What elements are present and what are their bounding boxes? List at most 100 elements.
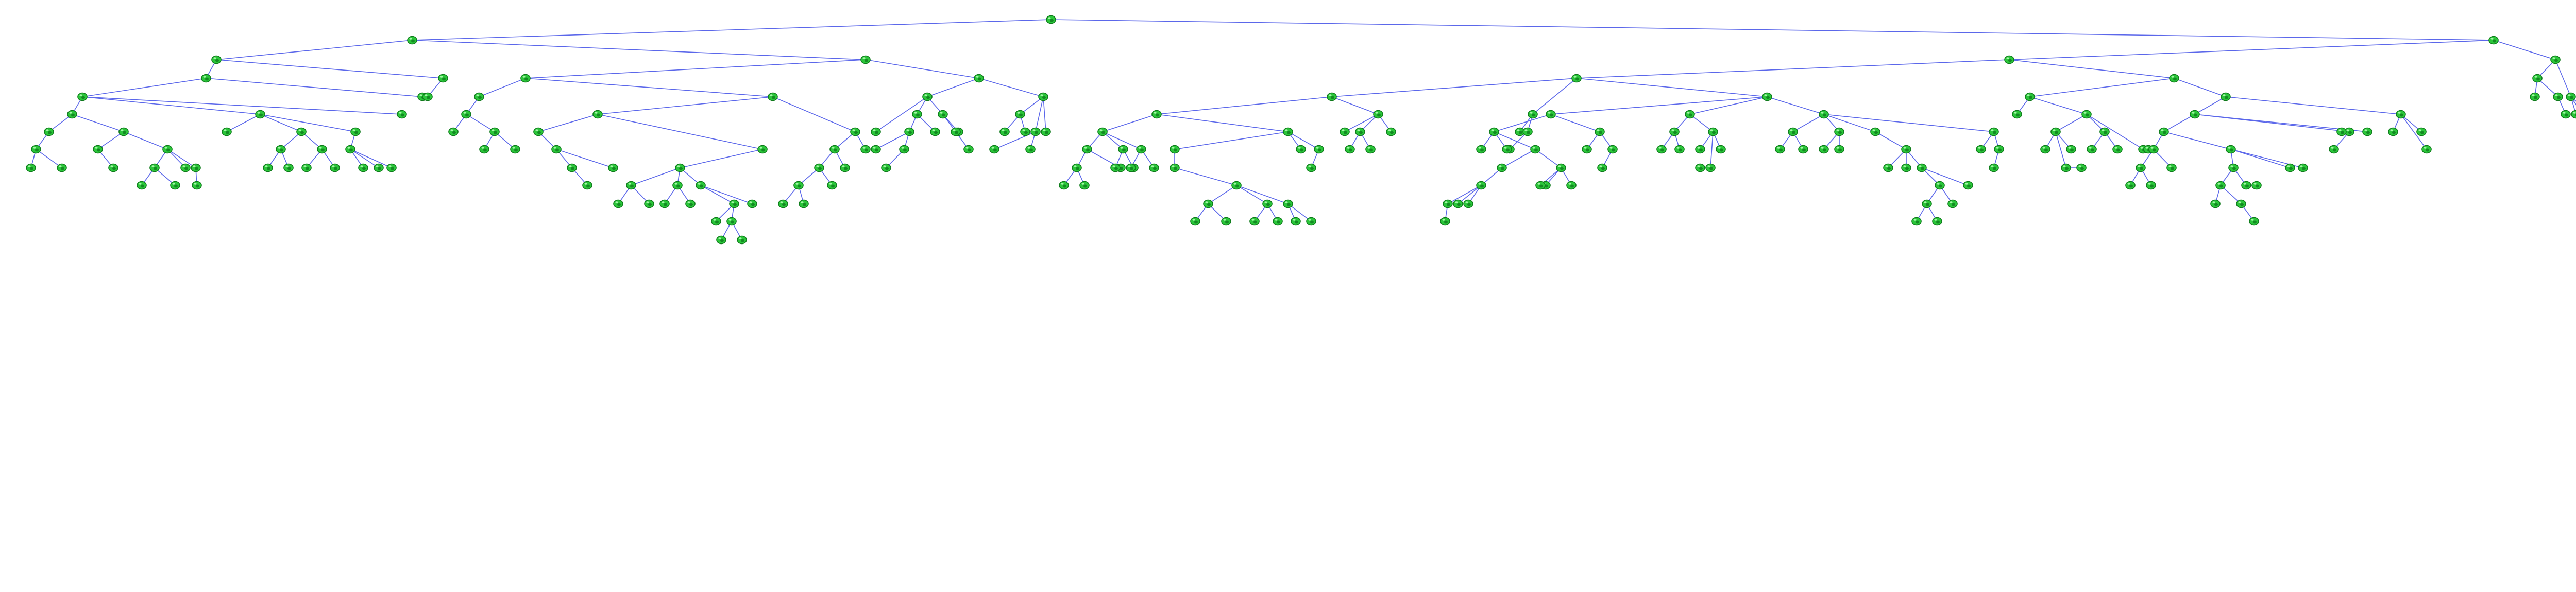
green-gem-node-icon [520,74,531,83]
green-gem-node-icon [1072,163,1082,172]
tree-edge [123,131,168,150]
green-gem-node-icon [255,110,265,119]
tree-edge [631,167,681,186]
green-gem-node-icon [2166,163,2177,172]
green-gem-node-icon [1110,163,1121,172]
tree-edge [226,114,261,132]
tree-edge [700,185,735,204]
green-gem-node-icon [1522,127,1533,136]
green-gem-node-icon [881,163,891,172]
green-gem-node-icon [726,217,737,226]
green-gem-node-icon [582,181,592,190]
tree-edge [412,40,866,60]
green-gem-node-icon [2210,199,2221,208]
tree-edge [1447,185,1482,204]
green-gem-node-icon [1556,163,1566,172]
green-gem-node-icon [1901,145,1911,154]
green-gem-node-icon [1708,127,1718,136]
green-gem-node-icon [263,163,273,172]
tree-edge [772,96,856,132]
tree-edge [1875,131,1907,150]
green-gem-node-icon [2396,110,2406,119]
green-gem-node-icon [2550,55,2561,64]
tree-edge [2174,78,2226,97]
tree-edge [82,96,402,115]
green-gem-node-icon [1136,145,1146,154]
green-gem-node-icon [592,110,603,119]
green-gem-node-icon [1994,145,2004,154]
tree-edge [1576,59,2010,79]
tree-edge [1331,96,1379,115]
green-gem-node-icon [533,127,544,136]
green-gem-node-icon [974,74,984,83]
green-gem-node-icon [2040,145,2050,154]
green-gem-node-icon [963,145,974,154]
tree-edge [1494,131,1536,150]
green-gem-node-icon [474,92,484,101]
green-gem-node-icon [860,55,871,64]
green-gem-node-icon [871,127,881,136]
tree-edge [260,114,356,132]
green-gem-node-icon [1695,163,1705,172]
green-gem-node-icon [489,127,500,136]
tree-edge [2570,96,2576,106]
tree-edge [216,59,444,79]
green-gem-node-icon [162,145,173,154]
green-gem-node-icon [1046,15,1056,24]
tree-edge [1823,114,1876,132]
tree-edge [1689,96,1768,115]
green-gem-node-icon [1963,181,1973,190]
green-gem-node-icon [2148,145,2159,154]
green-gem-node-icon [44,127,54,136]
green-gem-node-icon [1775,145,1785,154]
green-gem-node-icon [192,181,202,190]
green-gem-node-icon [1463,199,1473,208]
green-gem-node-icon [1365,145,1376,154]
green-gem-node-icon [448,127,459,136]
green-gem-node-icon [1025,145,1036,154]
green-gem-node-icon [729,199,739,208]
green-gem-node-icon [191,163,201,172]
green-gem-node-icon [2146,181,2156,190]
tree-edge [216,40,413,60]
green-gem-node-icon [1788,127,1798,136]
green-gem-node-icon [407,36,417,45]
tree-edge [350,149,379,168]
green-gem-node-icon [793,181,804,190]
green-gem-node-icon [276,145,286,154]
green-gem-node-icon [1546,110,1556,119]
green-gem-node-icon [1345,145,1355,154]
green-gem-node-icon [904,127,914,136]
tree-edge [2009,59,2175,79]
tree-edge [466,114,495,132]
green-gem-node-icon [696,181,706,190]
green-gem-node-icon [1819,110,1829,119]
green-gem-node-icon [386,163,397,172]
green-gem-node-icon [1497,163,1507,172]
green-gem-node-icon [1695,145,1705,154]
green-gem-node-icon [1834,145,1844,154]
green-gem-node-icon [2087,145,2097,154]
green-gem-node-icon [989,145,999,154]
green-gem-node-icon [2050,127,2061,136]
tree-edge [1208,185,1237,204]
tree-edge [1344,114,1379,132]
tree-edge [680,149,763,168]
green-gem-node-icon [1674,145,1685,154]
green-gem-node-icon [827,181,837,190]
green-gem-node-icon [1327,92,1337,101]
tree-edge [1550,96,1768,115]
green-gem-node-icon [757,145,768,154]
green-gem-node-icon [2249,217,2259,226]
green-gem-node-icon [1669,127,1680,136]
tree-edge [1102,131,1142,150]
green-gem-node-icon [716,235,726,245]
green-gem-node-icon [1015,110,1025,119]
green-gem-node-icon [2025,92,2035,101]
tree-edge [1102,114,1157,132]
green-gem-node-icon [2553,92,2563,101]
green-gem-node-icon [397,110,407,119]
green-gem-node-icon [1291,217,1301,226]
green-gem-node-icon [77,92,88,101]
green-gem-node-icon [1373,110,1383,119]
